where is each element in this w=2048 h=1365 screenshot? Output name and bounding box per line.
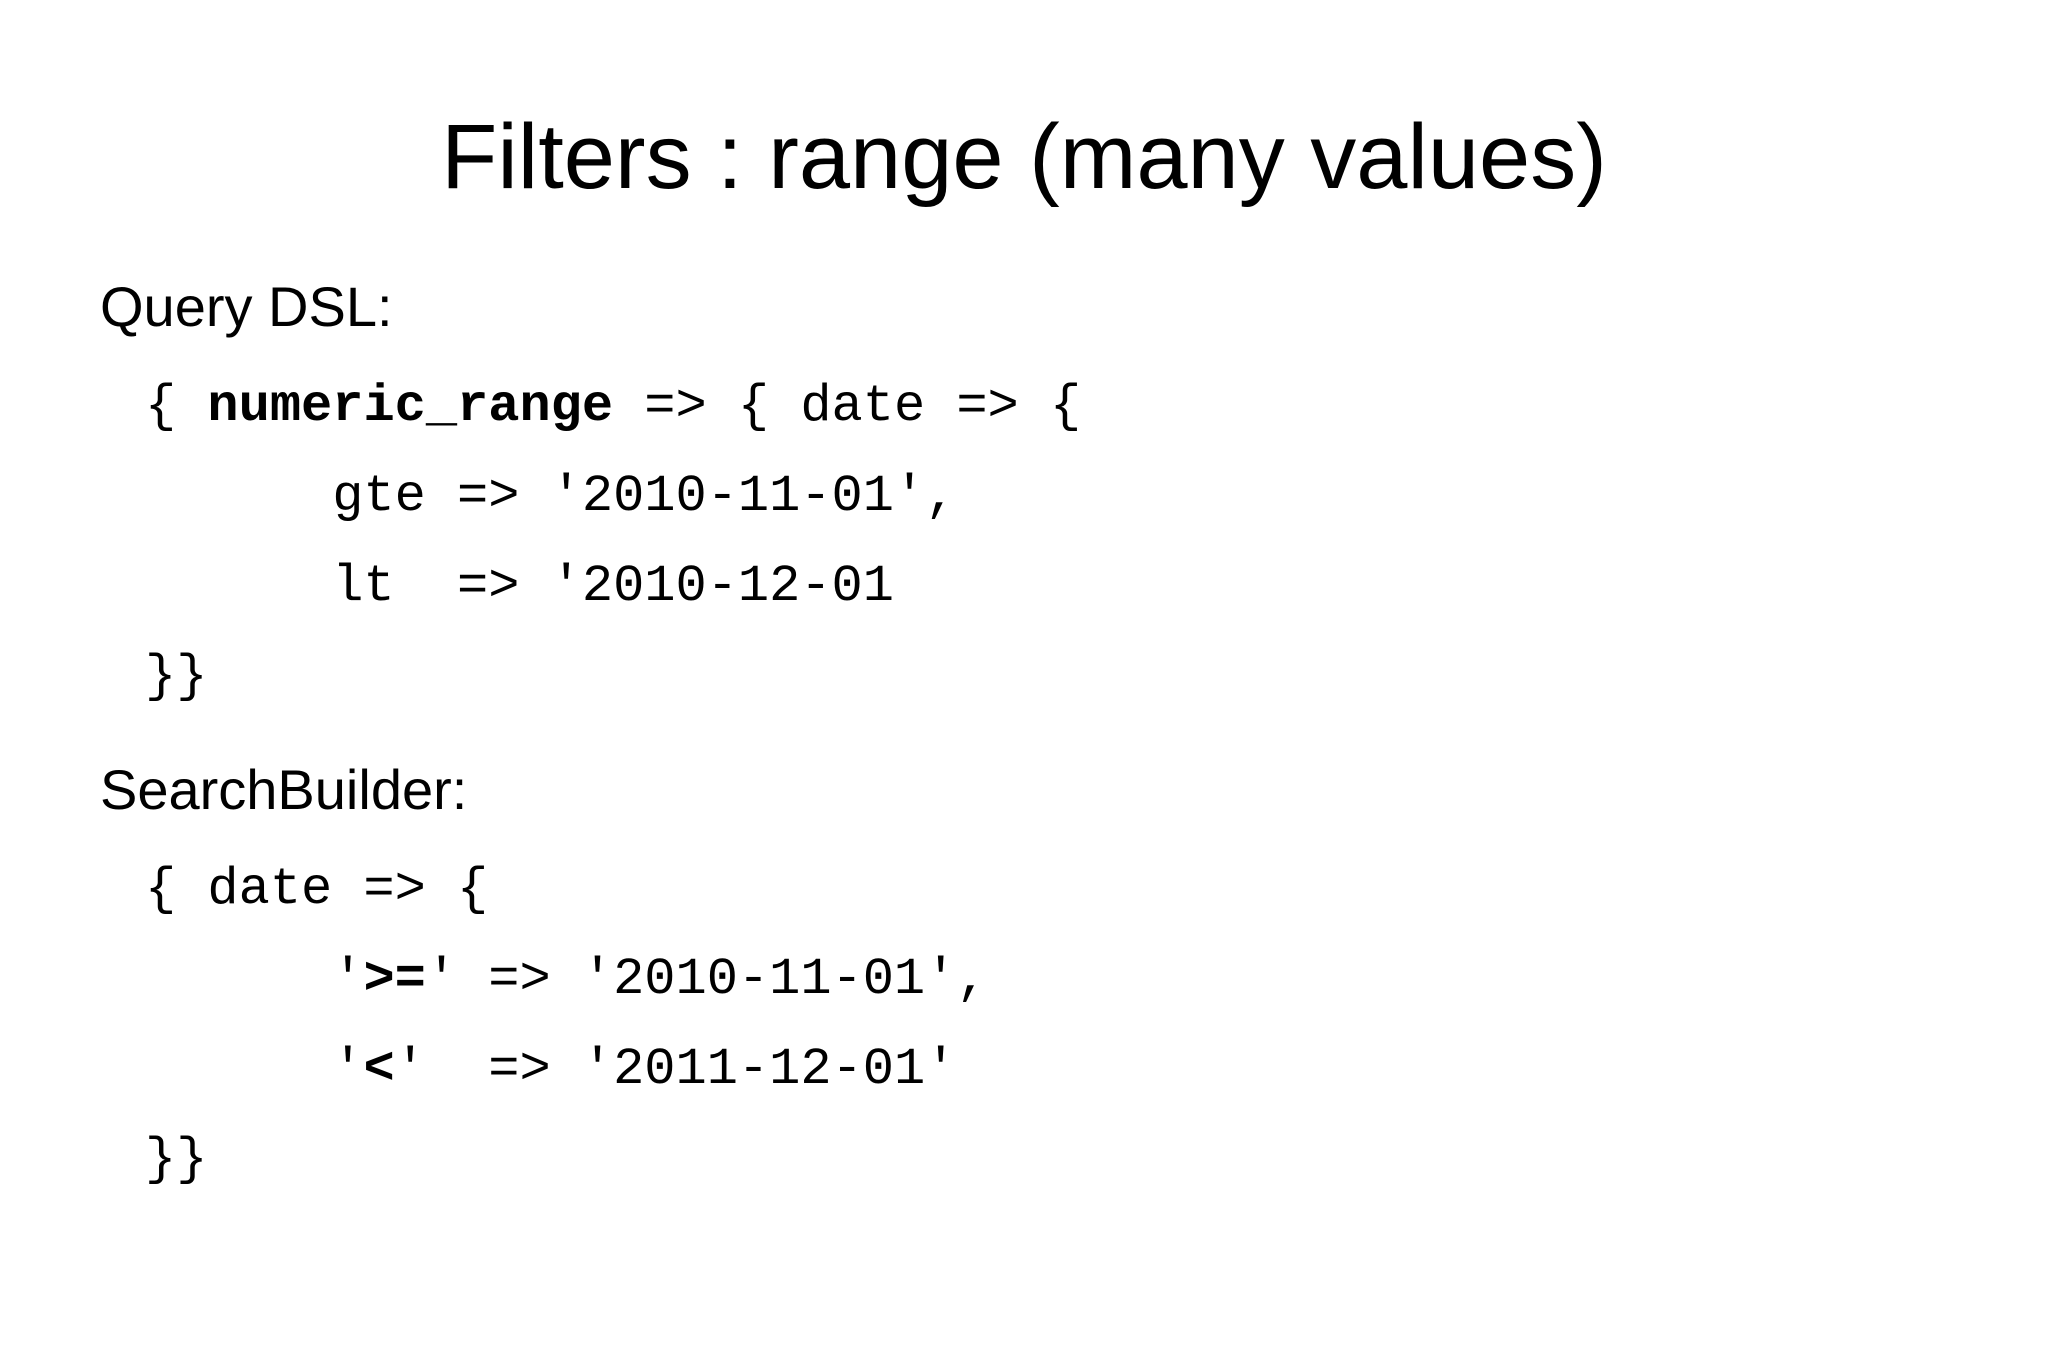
section-heading-query-dsl: Query DSL:	[100, 275, 393, 338]
code-text: ' => '2011-12-01'	[394, 1040, 957, 1099]
code-line: }}	[145, 1115, 2048, 1205]
code-line: lt => '2010-12-01	[145, 542, 2048, 632]
code-text: '	[145, 1040, 364, 1099]
code-line: '<' => '2011-12-01'	[145, 1025, 2048, 1115]
code-text: { date => {	[145, 860, 489, 919]
code-line: '>=' => '2010-11-01',	[145, 935, 2048, 1025]
code-line: gte => '2010-11-01',	[145, 452, 2048, 542]
code-text: lt => '2010-12-01	[145, 557, 894, 616]
code-text: {	[145, 377, 208, 436]
code-text: }}	[145, 647, 208, 706]
code-text: gte => '2010-11-01',	[145, 467, 957, 526]
code-block-searchbuilder: { date => { '>=' => '2010-11-01', '<' =>…	[145, 845, 2048, 1205]
code-block-query-dsl: { numeric_range => { date => { gte => '2…	[145, 362, 2048, 722]
section-heading-searchbuilder: SearchBuilder:	[100, 758, 468, 821]
section-searchbuilder: SearchBuilder: { date => { '>=' => '2010…	[0, 756, 2048, 1205]
code-text: }}	[145, 1130, 208, 1189]
code-text: => { date => {	[613, 377, 1082, 436]
code-keyword: <	[363, 1040, 395, 1099]
code-line: { date => {	[145, 845, 2048, 935]
code-line: }}	[145, 632, 2048, 722]
section-query-dsl: Query DSL: { numeric_range => { date => …	[0, 273, 2048, 722]
code-line: { numeric_range => { date => {	[145, 362, 2048, 452]
code-keyword: >=	[363, 950, 426, 1009]
code-text: ' => '2010-11-01',	[425, 950, 988, 1009]
slide-title: Filters : range (many values)	[441, 106, 1607, 208]
code-keyword: numeric_range	[207, 377, 614, 436]
code-text: '	[145, 950, 364, 1009]
